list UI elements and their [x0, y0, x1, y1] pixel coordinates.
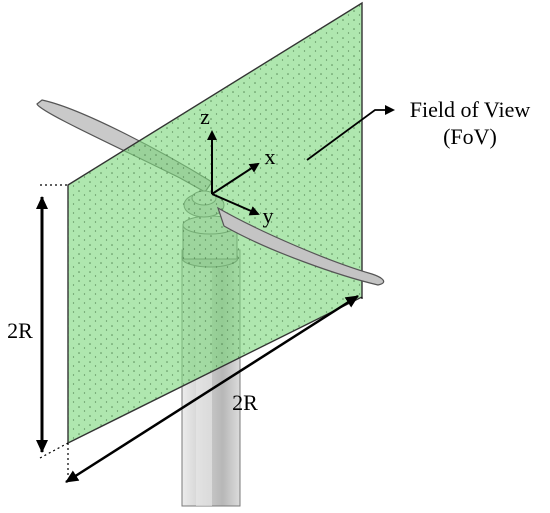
fov-label-line1: Field of View: [410, 97, 531, 122]
coordinate-axes: [207, 130, 260, 216]
width-dimension-label: 2R: [232, 390, 258, 415]
axis-z-label: z: [200, 104, 210, 129]
width-dimension-arrow: [65, 294, 359, 484]
rotor-blade-lower: [216, 206, 385, 286]
height-dimension-label: 2R: [7, 318, 33, 343]
fov-leader-arrow: [306, 105, 395, 161]
y-axis-arrow: [211, 193, 260, 216]
x-axis-arrow: [211, 162, 260, 195]
fov-label-line2: (FoV): [443, 124, 497, 149]
axis-y-label: y: [263, 203, 274, 228]
axis-x-label: x: [265, 144, 276, 169]
